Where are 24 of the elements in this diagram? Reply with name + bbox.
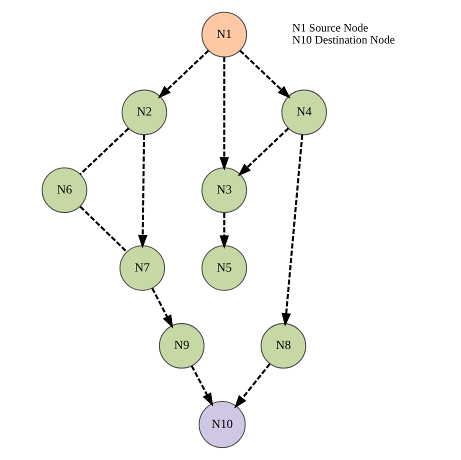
- node-circle: N10: [198, 401, 246, 448]
- node-circle: N6: [41, 167, 87, 214]
- arrow: [234, 363, 270, 408]
- arrow: [190, 365, 213, 406]
- connector: [78, 206, 128, 253]
- label: N10 Destination Node: [292, 34, 394, 47]
- arrow: [157, 50, 209, 99]
- node-circle: N8: [260, 323, 306, 369]
- arrow: [219, 56, 228, 171]
- arrow: [150, 288, 173, 328]
- node-circle: N9: [158, 323, 204, 369]
- arrow: [219, 212, 228, 249]
- arrow: [238, 50, 290, 99]
- node-circle: N1: [200, 12, 247, 58]
- connector: [79, 128, 129, 175]
- node-circle: N7: [118, 245, 165, 291]
- node-circle: N2: [121, 90, 167, 136]
- node-circle: N4: [280, 90, 326, 136]
- node-circle: N3: [200, 167, 247, 214]
- arrow: [137, 134, 147, 248]
- arrow: [237, 128, 289, 176]
- arrow: [281, 134, 303, 327]
- node-circle: N5: [200, 245, 247, 291]
- label: N1 Source Node: [292, 22, 368, 34]
